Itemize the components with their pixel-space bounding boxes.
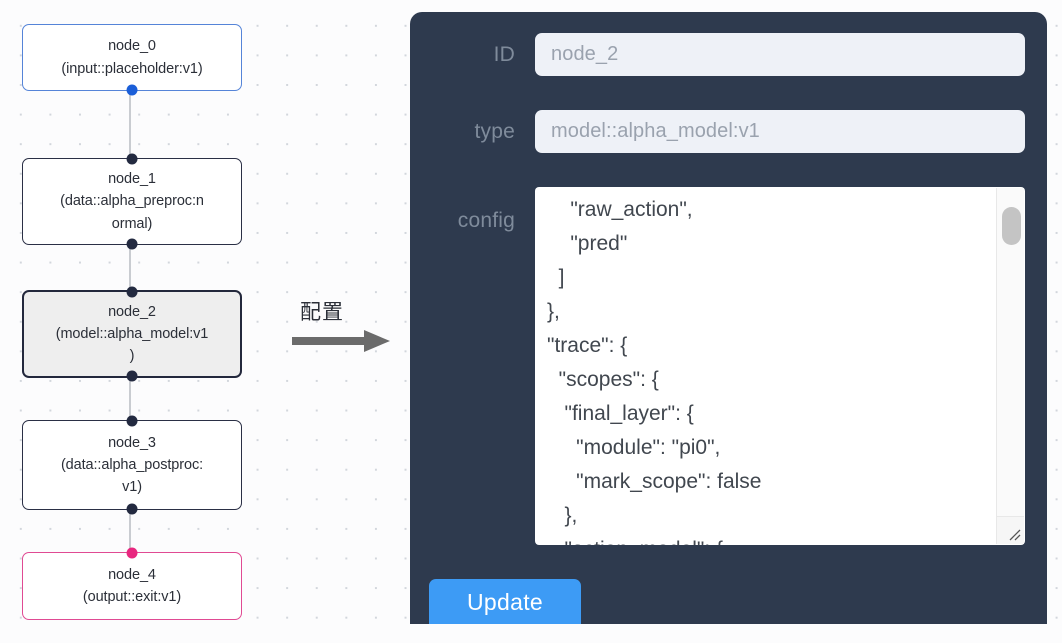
flow-annotation-label: 配置 — [300, 300, 344, 324]
graph-node-node_1[interactable]: node_1 (data::alpha_preproc:n ormal) — [22, 153, 242, 250]
update-button[interactable]: Update — [429, 579, 581, 624]
node-handle-source[interactable] — [126, 370, 138, 382]
node-type-label-cont: ormal) — [111, 215, 153, 232]
type-field-label: type — [474, 119, 515, 143]
node-id-label: node_4 — [108, 566, 156, 583]
id-field-label: ID — [493, 42, 515, 66]
edge-node0-node1 — [129, 90, 131, 158]
inspector-row-id: ID — [410, 33, 1047, 76]
node-handle-target[interactable] — [126, 286, 138, 298]
node-handle-source[interactable] — [126, 503, 138, 515]
node-type-label-cont: ) — [129, 348, 135, 365]
inspector-row-type: type — [410, 110, 1047, 153]
textarea-resize-handle[interactable] — [997, 516, 1024, 544]
config-scrollbar-thumb[interactable] — [1002, 207, 1021, 245]
node-type-label: (output::exit:v1) — [82, 589, 182, 605]
config-textarea[interactable]: "raw_action", "pred" ] }, "trace": { "sc… — [535, 187, 1025, 545]
config-textarea-wrapper: "raw_action", "pred" ] }, "trace": { "sc… — [535, 187, 1025, 545]
node-type-label-cont: v1) — [122, 479, 142, 496]
graph-node-node_3[interactable]: node_3 (data::alpha_postproc: v1) — [22, 415, 242, 515]
resize-grip-icon — [1009, 529, 1021, 541]
node-handle-target[interactable] — [126, 415, 138, 427]
edge-node3-node4 — [129, 511, 131, 552]
graph-canvas[interactable]: node_0 (input::placeholder:v1) node_1 (d… — [0, 0, 396, 643]
graph-node-node_0[interactable]: node_0 (input::placeholder:v1) — [22, 24, 242, 96]
graph-node-node_4[interactable]: node_4 (output::exit:v1) — [22, 547, 242, 620]
node-id-label: node_3 — [108, 434, 156, 451]
node-handle-target[interactable] — [126, 547, 138, 559]
node-handle-target[interactable] — [126, 153, 138, 165]
node-type-label: (data::alpha_postproc: — [60, 456, 204, 473]
node-id-label: node_2 — [108, 303, 156, 320]
node-id-label: node_1 — [108, 171, 156, 188]
node-handle-source[interactable] — [126, 84, 138, 96]
id-input[interactable] — [535, 33, 1025, 76]
node-id-label: node_0 — [108, 38, 156, 55]
node-inspector-panel: ID type config "raw_action", "pred" ] },… — [410, 12, 1047, 624]
node-type-label: (input::placeholder:v1) — [61, 60, 203, 77]
config-field-label: config — [457, 209, 515, 232]
node-type-label: (data::alpha_preproc:n — [60, 193, 204, 210]
node-handle-source[interactable] — [126, 238, 138, 250]
config-scrollbar[interactable] — [996, 188, 1024, 544]
right-arrow-icon — [292, 330, 390, 352]
edge-node2-node3 — [129, 377, 131, 420]
node-type-label: (model::alpha_model:v1 — [55, 325, 209, 342]
graph-node-node_2[interactable]: node_2 (model::alpha_model:v1 ) — [22, 286, 242, 382]
type-input[interactable] — [535, 110, 1025, 153]
inspector-row-config: config "raw_action", "pred" ] }, "trace"… — [410, 187, 1047, 545]
flow-annotation: 配置 — [292, 296, 400, 358]
edge-node1-node2 — [129, 244, 131, 290]
